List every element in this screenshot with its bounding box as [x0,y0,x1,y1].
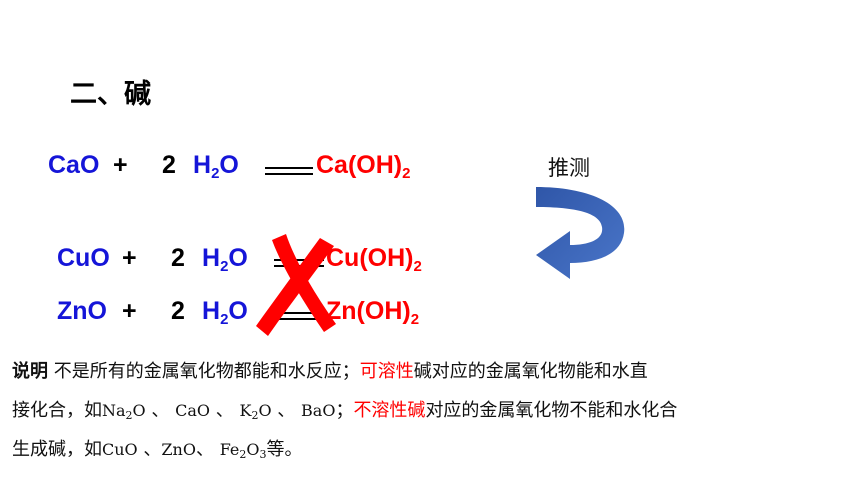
eq1-product: Ca(OH)2 [316,151,411,182]
note-line-2: 接化合，如Na2O 、 CaO 、 K2O 、 BaO；不溶性碱对应的金属氧化物… [12,400,678,422]
note-line-1: 说明 不是所有的金属氧化物都能和水反应；可溶性碱对应的金属氧化物能和水直 [12,361,648,382]
eq3-equals-bottom [274,318,324,320]
eq1-equals-top [265,167,313,169]
eq2-equals-top [274,259,324,261]
eq1-plus: + [113,151,128,179]
eq3-coef: 2 [171,297,185,325]
guess-label: 推测 [548,156,590,180]
eq2-coef: 2 [171,244,185,272]
eq1-coef: 2 [162,151,176,179]
eq2-product: Cu(OH)2 [326,244,422,275]
eq3-plus: + [122,297,137,325]
eq1-oxide: CaO [48,151,100,179]
curved-arrow-icon [536,187,625,279]
eq3-product: Zn(OH)2 [326,297,420,328]
eq3-oxide: ZnO [57,297,107,325]
cross-mark-icon [256,234,336,336]
note-line-3: 生成碱，如CuO 、ZnO、 Fe2O3等。 [12,439,303,461]
eq2-plus: + [122,244,137,272]
eq3-water: H2O [202,297,248,328]
eq1-water: H2O [193,151,239,182]
eq2-oxide: CuO [57,244,110,272]
section-heading: 二、碱 [70,79,151,110]
eq1-equals-bottom [265,173,313,175]
eq3-equals-top [274,312,324,314]
eq2-water: H2O [202,244,248,275]
